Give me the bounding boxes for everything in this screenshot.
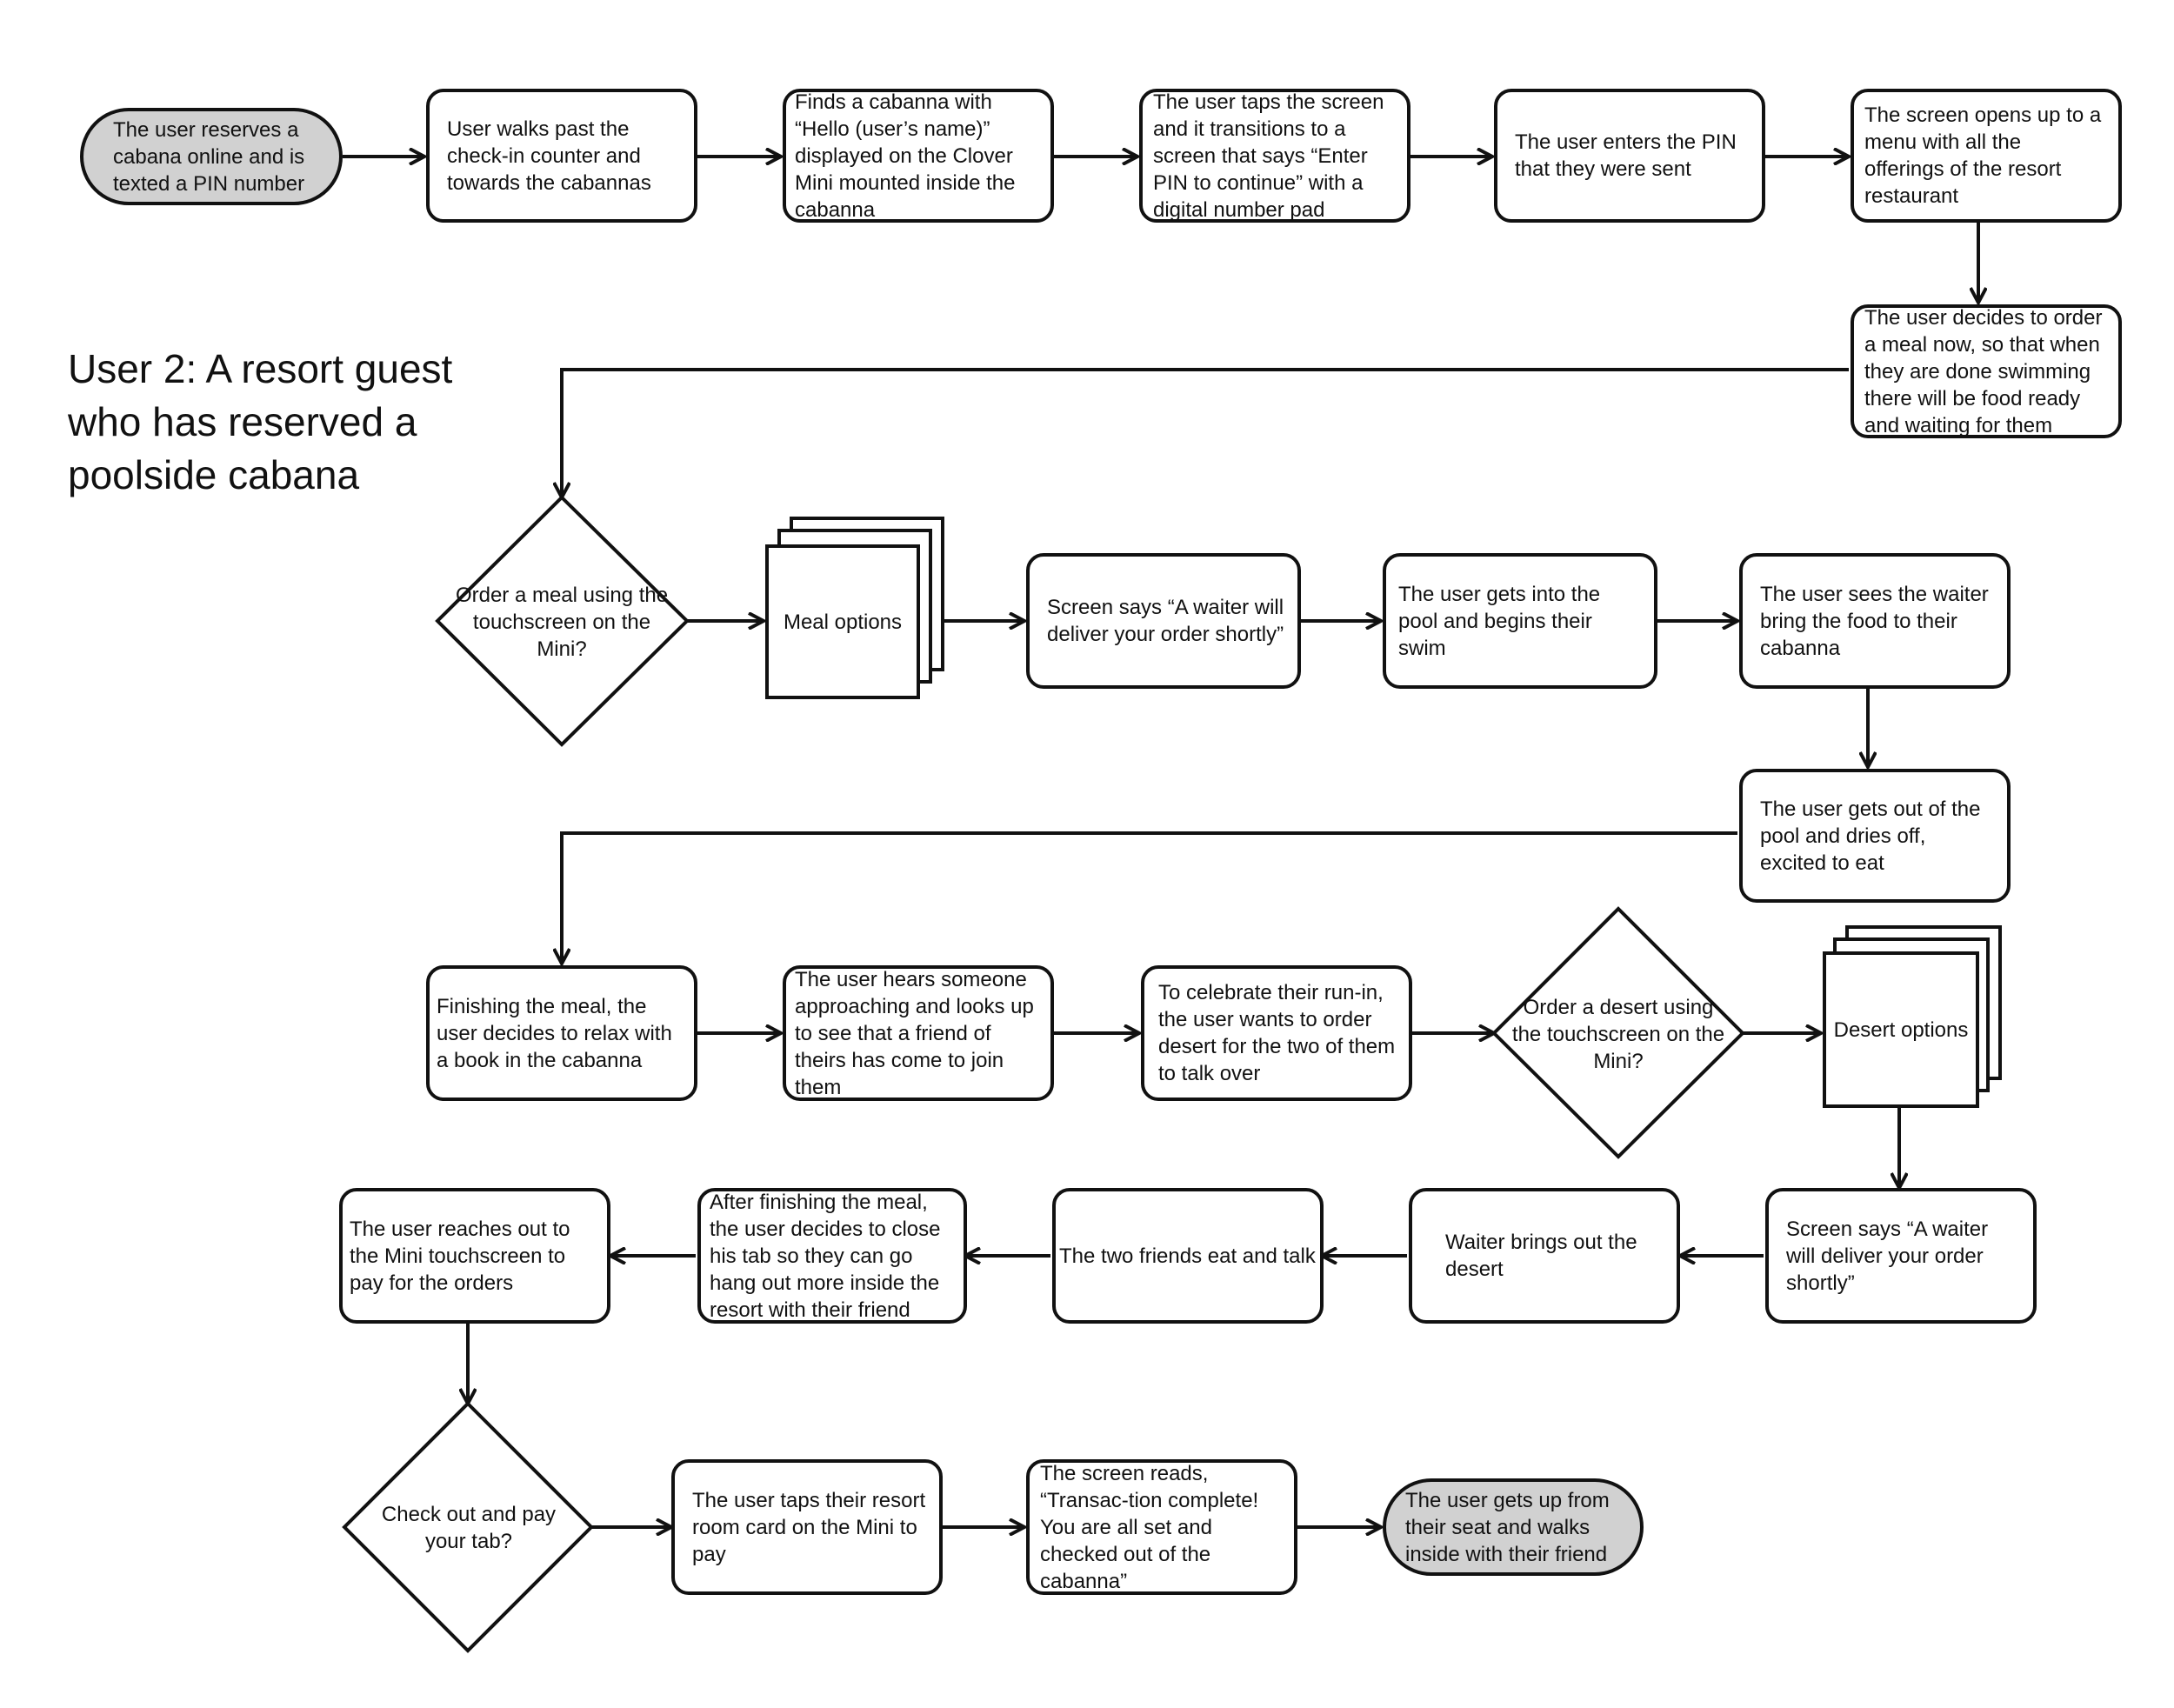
order-desert-decision-label: Order a desert using the touchscreen on … (1511, 995, 1725, 1073)
reaches-out-step: The user reaches out to the Mini touchsc… (339, 1188, 610, 1324)
transaction-complete-step: The screen reads, “Transac-tion complete… (1026, 1459, 1297, 1595)
walks-past-step: User walks past the check-in counter and… (426, 89, 697, 223)
finishing-meal-step: Finishing the meal, the user decides to … (426, 965, 697, 1101)
decision-diamond-order-meal (435, 495, 690, 747)
taps-screen-step: The user taps the screen and it transiti… (1139, 89, 1410, 223)
decides-order-step: The user decides to order a meal now, so… (1851, 304, 2122, 438)
gets-into-pool-step: The user gets into the pool and begins t… (1383, 553, 1657, 689)
enters-pin-step: The user enters the PIN that they were s… (1494, 89, 1765, 223)
meal-options-label: Meal options (783, 610, 903, 634)
celebrate-step: To celebrate their run-in, the user want… (1141, 965, 1412, 1101)
order-meal-decision-label: Order a meal using the touchscreen on th… (455, 583, 669, 661)
waiter-will-deliver-2-step: Screen says “A waiter will deliver your … (1765, 1188, 2037, 1324)
end-terminal: The user gets up from their seat and wal… (1383, 1478, 1644, 1576)
decision-diamond-order-desert (1491, 906, 1745, 1159)
friends-eat-step: The two friends eat and talk (1052, 1188, 1324, 1324)
decision-diamond-checkout (342, 1401, 594, 1653)
desert-options-stack-shape (1823, 925, 2002, 1108)
meal-options-stack-shape (765, 517, 944, 699)
finds-cabana-step: Finds a cabanna with “Hello (user’s name… (783, 89, 1054, 223)
checkout-decision-label: Check out and pay your tab? (381, 1503, 557, 1553)
hears-someone-step: The user hears someone approaching and l… (783, 965, 1054, 1101)
edge-gets-out-to-finishing-meal (562, 831, 1737, 964)
sees-waiter-step: The user sees the waiter bring the food … (1739, 553, 2011, 689)
waiter-will-deliver-1-step: Screen says “A waiter will deliver your … (1026, 553, 1301, 689)
gets-out-of-pool-step: The user gets out of the pool and dries … (1739, 769, 2011, 903)
start-terminal: The user reserves a cabana online and is… (80, 108, 343, 205)
diagram-title: User 2: A resort guest who has reserved … (68, 346, 453, 497)
edge-decides-order-to-meal-decision (562, 368, 1849, 497)
close-tab-step: After finishing the meal, the user decid… (697, 1188, 967, 1324)
desert-options-label: Desert options (1833, 1017, 1969, 1042)
taps-room-card-step: The user taps their resort room card on … (671, 1459, 943, 1595)
menu-opens-step: The screen opens up to a menu with all t… (1851, 89, 2122, 223)
waiter-brings-desert-step: Waiter brings out the desert (1409, 1188, 1680, 1324)
